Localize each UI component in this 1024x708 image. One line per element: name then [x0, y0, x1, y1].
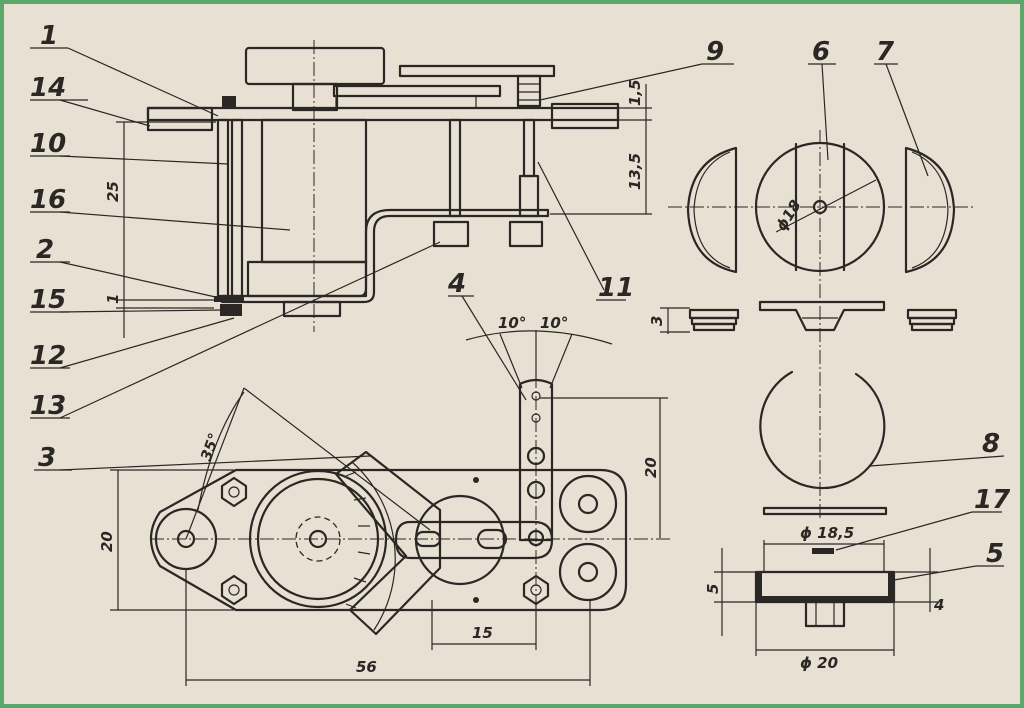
label-15: 15 [30, 285, 66, 315]
half-disc-left [686, 146, 738, 274]
label-17: 17 [974, 485, 1011, 515]
middle-arm [332, 84, 502, 98]
nut-bottom [220, 574, 248, 606]
bracket-block [432, 220, 470, 248]
leaders-plan [34, 295, 527, 471]
dim-56: 56 [356, 658, 377, 676]
label-10: 10 [30, 129, 66, 159]
dim-3: 3 [648, 316, 666, 326]
bottom-washer [214, 296, 244, 302]
label-5: 5 [986, 539, 1004, 569]
spring-coil [516, 74, 542, 108]
middle-post [448, 118, 462, 218]
pulley-hub [291, 82, 339, 112]
nut-top [220, 476, 248, 508]
cup-lid [812, 548, 834, 554]
dim-5: 5 [704, 584, 722, 594]
strip-left [688, 308, 740, 320]
plan-view: 10° 10° 20 35° 20 15 56 [98, 314, 670, 686]
half-disc-right [904, 146, 956, 274]
cup-stem [804, 600, 846, 628]
label-14: 14 [30, 73, 66, 103]
angle-arc [465, 330, 613, 345]
bottom-boss [282, 300, 342, 318]
motor-base [246, 260, 368, 298]
right-boss-bottom [558, 542, 618, 602]
bracket-nut [508, 220, 544, 248]
leaders-side [30, 47, 734, 419]
base-plate [149, 468, 628, 612]
label-3: 3 [38, 443, 56, 473]
dim-1: 1 [104, 294, 122, 304]
strip-middle [758, 300, 886, 332]
dim-4: 4 [933, 596, 944, 614]
dim-15: 15 [472, 624, 493, 642]
right-post [522, 118, 536, 178]
dim-10-right: 10° [540, 314, 568, 332]
left-post [216, 118, 230, 298]
dim-phi20: ϕ 20 [800, 654, 838, 672]
strip-right [906, 308, 958, 320]
angle-35-arc [197, 391, 245, 511]
dim-20-right: 20 [642, 457, 660, 478]
label-2: 2 [36, 235, 54, 265]
label-1: 1 [40, 21, 58, 51]
dim-10-left: 10° [498, 314, 526, 332]
drive-disc [414, 494, 506, 586]
top-nut [222, 96, 236, 108]
dim-25: 25 [104, 181, 122, 202]
label-13: 13 [30, 391, 66, 421]
spring-strip [335, 95, 477, 109]
label-7: 7 [876, 37, 895, 67]
left-end-block [146, 106, 214, 132]
left-post-2 [230, 118, 244, 298]
sector-arc [351, 461, 396, 631]
dim-phi18: ϕ18 [772, 197, 805, 234]
right-boss-top [558, 474, 618, 534]
vertical-lever [518, 378, 554, 542]
part-labels: 1 14 10 16 2 15 12 13 3 9 11 6 7 4 8 17 … [30, 21, 1011, 569]
link-bar [394, 520, 554, 560]
flat-strip [762, 506, 888, 516]
label-12: 12 [30, 341, 66, 371]
label-8: 8 [982, 429, 1000, 459]
label-11: 11 [598, 273, 634, 303]
top-plate [146, 106, 620, 122]
bent-bracket [220, 208, 550, 304]
label-9: 9 [706, 37, 724, 67]
sector-arm [334, 450, 442, 636]
dim-20-left: 20 [98, 531, 116, 552]
label-6: 6 [812, 37, 830, 67]
bottom-nut [220, 304, 242, 316]
dim-1-5: 1,5 [626, 79, 644, 106]
label-16: 16 [30, 185, 66, 215]
parts-detail: ϕ18 3 ϕ 18,5 5 [648, 63, 1005, 672]
dim-13-5: 13,5 [626, 153, 644, 190]
side-view: 25 1 13,5 1,5 [104, 40, 652, 338]
dim-phi18-5: ϕ 18,5 [800, 524, 854, 542]
split-ring [759, 370, 886, 490]
label-4: 4 [447, 269, 466, 299]
right-end-block [550, 102, 620, 130]
dim-35: 35° [197, 431, 224, 464]
pulley-top [244, 46, 386, 86]
upper-arm [398, 64, 556, 78]
